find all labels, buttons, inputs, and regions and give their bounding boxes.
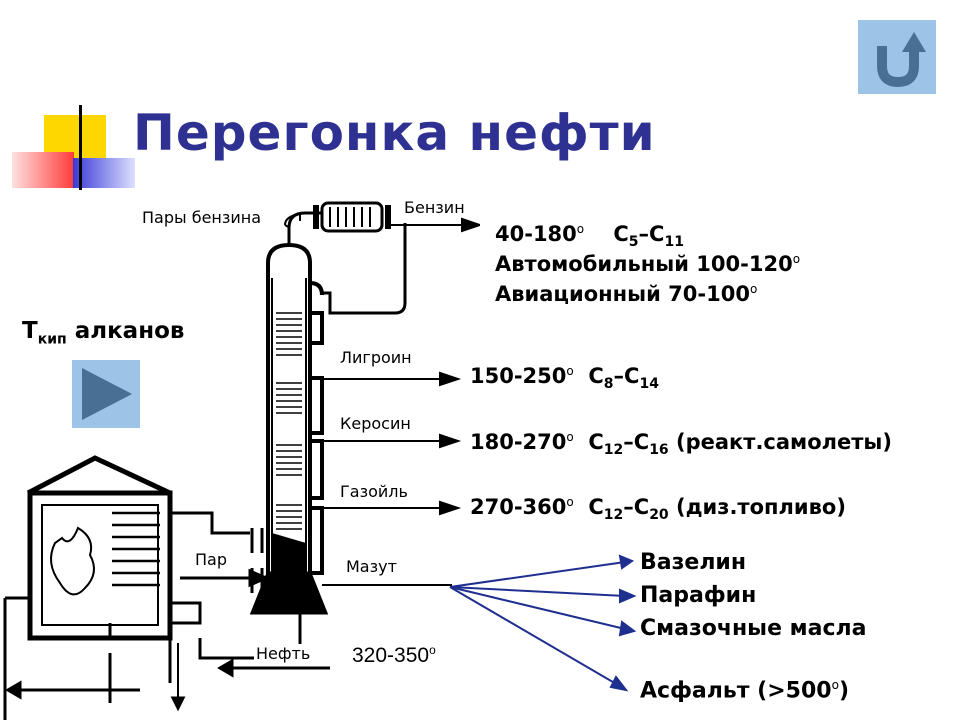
fraction-c-to: 20: [649, 507, 669, 524]
boiling-point-symbol: T: [22, 318, 38, 344]
product-tail: ): [838, 678, 849, 704]
fraction-c-from: 12: [603, 507, 624, 524]
deco-red-bar: [12, 152, 74, 188]
fraction-c-to: 14: [639, 376, 659, 393]
gasoline-type-aviation: Авиационный 70-100o: [495, 282, 757, 306]
label-ligroin: Лигроин: [338, 348, 414, 367]
product-label: Вазелин: [640, 550, 747, 575]
fraction-range: 270-360: [470, 495, 567, 519]
diagram-drawing: [3, 201, 480, 720]
gasoline-type-auto: Автомобильный 100-120o: [495, 252, 800, 276]
boiling-point-text: алканов: [74, 318, 185, 344]
oil-temperature-degree: o: [429, 643, 436, 657]
deco-vertical-line: [79, 105, 82, 190]
product-label: Асфальт (>500: [640, 678, 832, 704]
label-kerosene: Керосин: [338, 414, 413, 433]
label-fueloil: Мазут: [344, 557, 399, 576]
gasoline-type-degree: o: [792, 252, 801, 266]
boiling-point-label: Tкип алканов: [22, 318, 184, 348]
fraction-extra: (реакт.самолеты): [668, 430, 893, 454]
fraction-extra: (диз.топливо): [668, 495, 846, 519]
fraction-range: 150-250: [470, 364, 567, 388]
fraction-degree: o: [566, 495, 574, 509]
u-turn-arrow-icon: [877, 32, 926, 88]
product-paraffin: Парафин: [640, 583, 756, 608]
fraction-c-from: 8: [603, 376, 614, 393]
fraction-range: 180-270: [470, 430, 567, 454]
gasoline-type-label: Авиационный 70-100: [495, 282, 750, 306]
product-label: Смазочные масла: [640, 616, 867, 641]
product-vaseline: Вазелин: [640, 550, 746, 575]
product-degree: o: [831, 678, 839, 692]
page-title: Перегонка нефти: [133, 104, 656, 162]
label-steam: Пар: [193, 550, 229, 569]
fraction-c-from: 5: [628, 234, 639, 251]
fraction-gasoline: 40-180o C5–C11: [495, 222, 684, 251]
label-gasoline-vapor: Пары бензина: [140, 208, 264, 227]
fraction-degree: o: [566, 364, 574, 378]
back-button[interactable]: [858, 20, 936, 94]
distillation-diagram: [3, 201, 480, 720]
fraction-c-to: 16: [649, 442, 669, 459]
deco-blue-bar: [73, 158, 135, 188]
column-trays: [276, 312, 302, 530]
play-triangle-icon: [82, 368, 132, 420]
fraction-ligroin: 150-250o C8–C14: [470, 364, 659, 393]
fueloil-branch-arrows: [449, 554, 637, 692]
label-gasoline: Бензин: [402, 198, 467, 217]
product-lubricants: Смазочные масла: [640, 616, 866, 641]
fraction-degree: o: [576, 222, 585, 236]
product-arrows: [284, 213, 480, 586]
fraction-gasoil: 270-360o C12–C20 (диз.топливо): [470, 495, 846, 524]
gasoline-type-label: Автомобильный 100-120: [495, 252, 793, 276]
play-button[interactable]: [72, 360, 140, 428]
fraction-c-from: 12: [603, 442, 624, 459]
label-oil: Нефть: [254, 644, 313, 663]
gasoline-type-degree: o: [749, 282, 758, 296]
fraction-c-to: 11: [664, 234, 684, 251]
fraction-range: 40-180: [495, 222, 577, 246]
boiling-point-subscript: кип: [37, 331, 67, 348]
title-decoration: [0, 100, 140, 190]
oil-temperature-value: 320-350: [352, 644, 430, 667]
product-asphalt: Асфальт (>500o): [640, 678, 849, 703]
fraction-kerosene: 180-270o C12–C16 (реакт.самолеты): [470, 430, 893, 459]
product-label: Парафин: [640, 583, 757, 608]
fraction-degree: o: [566, 430, 574, 444]
oil-temperature: 320-350o: [352, 643, 436, 668]
label-gasoil: Газойль: [338, 482, 410, 501]
